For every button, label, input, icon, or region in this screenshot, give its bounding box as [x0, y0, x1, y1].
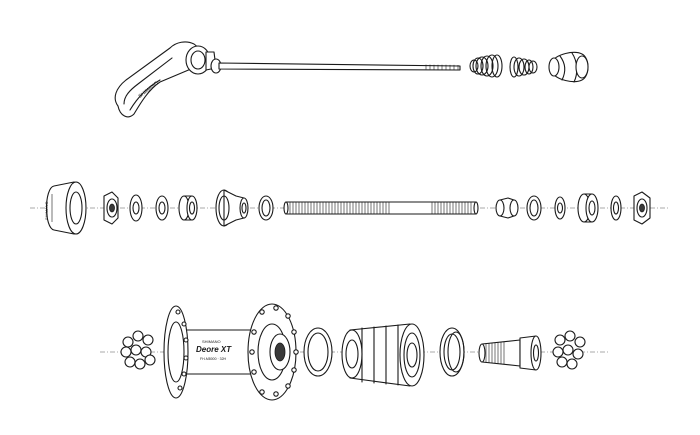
- axle-dust-cap: SHIMANO: [44, 181, 87, 235]
- axle-washer-right-2: [610, 195, 622, 221]
- freehub-seal-ring: [303, 327, 333, 377]
- spoke-holes-right: [249, 305, 299, 397]
- qr-lever: SHIMANO: [114, 41, 222, 118]
- axle-spacer-right: [577, 193, 599, 223]
- qr-rod: [218, 62, 461, 71]
- qr-rod-thread: [425, 64, 459, 70]
- bearing-balls-left: [120, 330, 156, 370]
- qr-adjusting-nut: [548, 51, 589, 83]
- hub-logo-code: FH-M8000 · 32H: [200, 357, 227, 361]
- hub-logo-brand: SHIMANO: [202, 339, 221, 344]
- hub-shell: SHIMANO Deore XT FH-M8000 · 32H: [163, 303, 299, 401]
- spoke-holes-left: [175, 309, 189, 391]
- axle-seal-right: [526, 195, 542, 221]
- axle-washer-right-1: [554, 196, 566, 220]
- hub-logo: SHIMANO Deore XT FH-M8000 · 32H: [196, 339, 232, 361]
- freehub-fixing-bolt: [478, 335, 542, 371]
- axle-assembly: SHIMANO: [30, 181, 670, 235]
- axle-washer-left-1: [129, 194, 143, 222]
- axle-cone-left: [215, 189, 249, 227]
- axle-washer-left-2: [155, 195, 169, 221]
- hub-logo-model: Deore XT: [196, 345, 232, 354]
- axle-shaft: [283, 201, 479, 215]
- axle-locknut-left: [103, 191, 119, 225]
- axle-seal-left: [258, 195, 274, 221]
- axle-spacer-left: [178, 195, 198, 221]
- svg-text:SHIMANO: SHIMANO: [44, 201, 49, 220]
- qr-spring-right: [509, 56, 538, 78]
- quick-release-skewer: SHIMANO: [114, 41, 589, 118]
- bearing-balls-right: [552, 330, 586, 370]
- freehub-spacer-ring: [439, 327, 465, 377]
- axle-cone-right: [495, 197, 519, 219]
- freehub-body: [341, 323, 425, 387]
- hub-body-assembly: SHIMANO Deore XT FH-M8000 · 32H: [100, 303, 610, 401]
- axle-thread-left: [289, 202, 390, 214]
- axle-locknut-right: [633, 191, 651, 225]
- qr-spring-left: [469, 54, 503, 78]
- axle-thread-right: [431, 202, 472, 214]
